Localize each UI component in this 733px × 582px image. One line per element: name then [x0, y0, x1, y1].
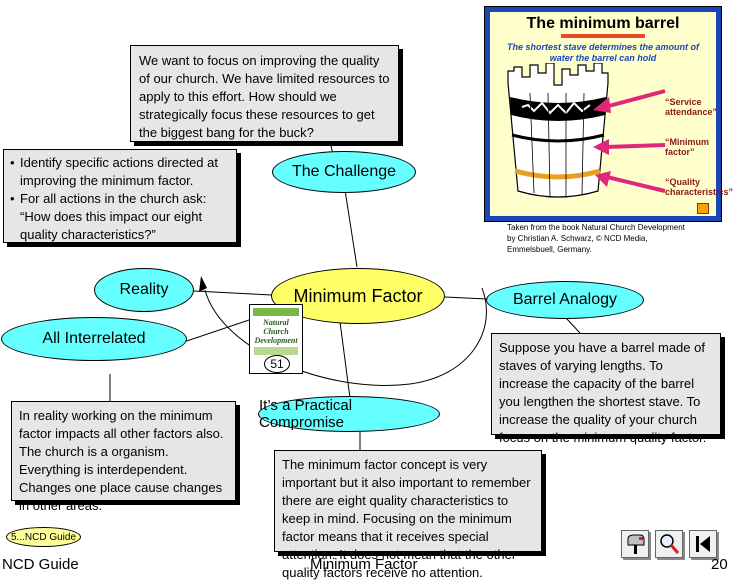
mailbox-icon [627, 534, 645, 554]
node-reality[interactable]: Reality [94, 268, 194, 312]
node-interrelated[interactable]: All Interrelated [1, 317, 187, 361]
reality-bullet-1: Identify specific actions directed at im… [10, 154, 230, 190]
node-challenge[interactable]: The Challenge [272, 151, 416, 193]
barrel-drawing [507, 63, 609, 198]
page-number: 20 [711, 556, 728, 573]
cycle-arrowhead [199, 276, 207, 292]
search-button[interactable] [655, 530, 683, 558]
first-page-button[interactable] [689, 530, 717, 558]
compromise-box: The minimum factor concept is very impor… [274, 450, 542, 580]
interrelated-box: In reality working on the minimum factor… [11, 401, 236, 513]
line-compromise [339, 321, 351, 399]
first-page-icon [696, 536, 710, 552]
search-icon [660, 534, 680, 554]
barrel-subtitle: The shortest stave determines the amount… [506, 42, 700, 63]
barrel-caption: Taken from the book Natural Church Devel… [507, 222, 685, 255]
node-barrel[interactable]: Barrel Analogy [486, 281, 644, 319]
barrel-figure: The minimum barrel The shortest stave de… [484, 6, 733, 222]
mailbox-button[interactable] [621, 530, 649, 558]
barrel-title: The minimum barrel [526, 15, 680, 32]
label-quality-characteristics: “Quality characteristics” [665, 177, 733, 197]
cycle-arrow [204, 287, 487, 386]
label-minimum-factor: “Minimum factor” [665, 137, 709, 157]
barrel-figure-button [697, 203, 709, 214]
book-cover: Natural Church Development 51 [249, 304, 303, 374]
footer-left: NCD Guide [2, 556, 79, 573]
nav-badge[interactable]: 5...NCD Guide [6, 527, 81, 547]
challenge-box: We want to focus on improving the qualit… [130, 45, 399, 142]
barrel-arrows [593, 89, 666, 193]
line-barrel [444, 296, 488, 300]
line-challenge [344, 189, 358, 268]
node-compromise[interactable]: It’s a Practical Compromise [258, 396, 440, 432]
line-barrel-box [565, 317, 581, 334]
reality-bullet-2: For all actions in the church ask: “How … [10, 190, 230, 244]
footer-title: Minimum Factor [310, 556, 418, 573]
book-number-badge: 51 [264, 355, 290, 373]
line-reality [193, 290, 273, 296]
label-service-attendance: “Service attendance” [665, 97, 718, 117]
book-title: Natural Church Development [254, 318, 298, 345]
reality-box: Identify specific actions directed at im… [3, 149, 237, 243]
barrel-box: Suppose you have a barrel made of staves… [491, 333, 721, 445]
